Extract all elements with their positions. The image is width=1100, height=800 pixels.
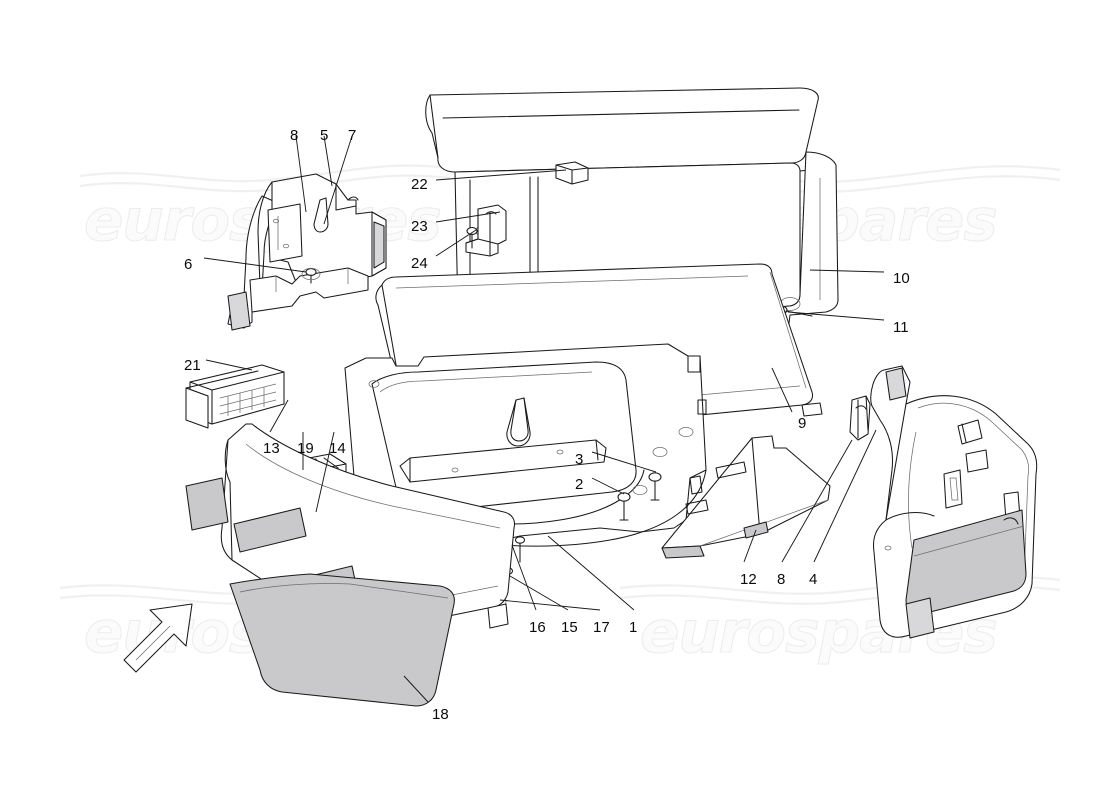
callout-5: 5 [320, 127, 329, 144]
callout-24: 24 [411, 255, 428, 272]
callout-21: 21 [184, 357, 201, 374]
callout-18: 18 [432, 706, 449, 723]
callout-10: 10 [893, 270, 910, 287]
callout-14: 14 [329, 440, 346, 457]
orientation-arrow [123, 603, 193, 673]
callout-11: 11 [893, 319, 909, 336]
callout-13: 13 [263, 440, 280, 457]
callout-8: 8 [290, 127, 299, 144]
callout-16: 16 [529, 619, 546, 636]
callout-9: 9 [798, 415, 807, 432]
callout-19: 19 [297, 440, 314, 457]
callout-15: 15 [561, 619, 578, 636]
callout-17: 17 [593, 619, 610, 636]
callout-1: 1 [629, 619, 638, 636]
part-mounting-bracket [465, 204, 507, 257]
leader-lines [203, 135, 885, 703]
callout-8: 8 [777, 571, 786, 588]
part-wedge-side-panel [661, 435, 831, 559]
part-vent-grille [185, 364, 285, 429]
part-sound-insulation-pad [229, 573, 455, 707]
part-wheel-arch-trim-right [870, 365, 1038, 639]
callout-12: 12 [740, 571, 757, 588]
callout-2: 2 [575, 476, 584, 493]
part-retaining-clip-right [849, 395, 871, 441]
callout-4: 4 [809, 571, 818, 588]
part-latch-striker-cover [555, 161, 589, 185]
part-left-side-panel-assembly [227, 173, 387, 331]
callout-6: 6 [184, 256, 193, 273]
callout-3: 3 [575, 451, 584, 468]
callout-22: 22 [411, 176, 428, 193]
part-retaining-pins [617, 472, 662, 521]
callout-23: 23 [411, 218, 428, 235]
callout-7: 7 [348, 127, 357, 144]
